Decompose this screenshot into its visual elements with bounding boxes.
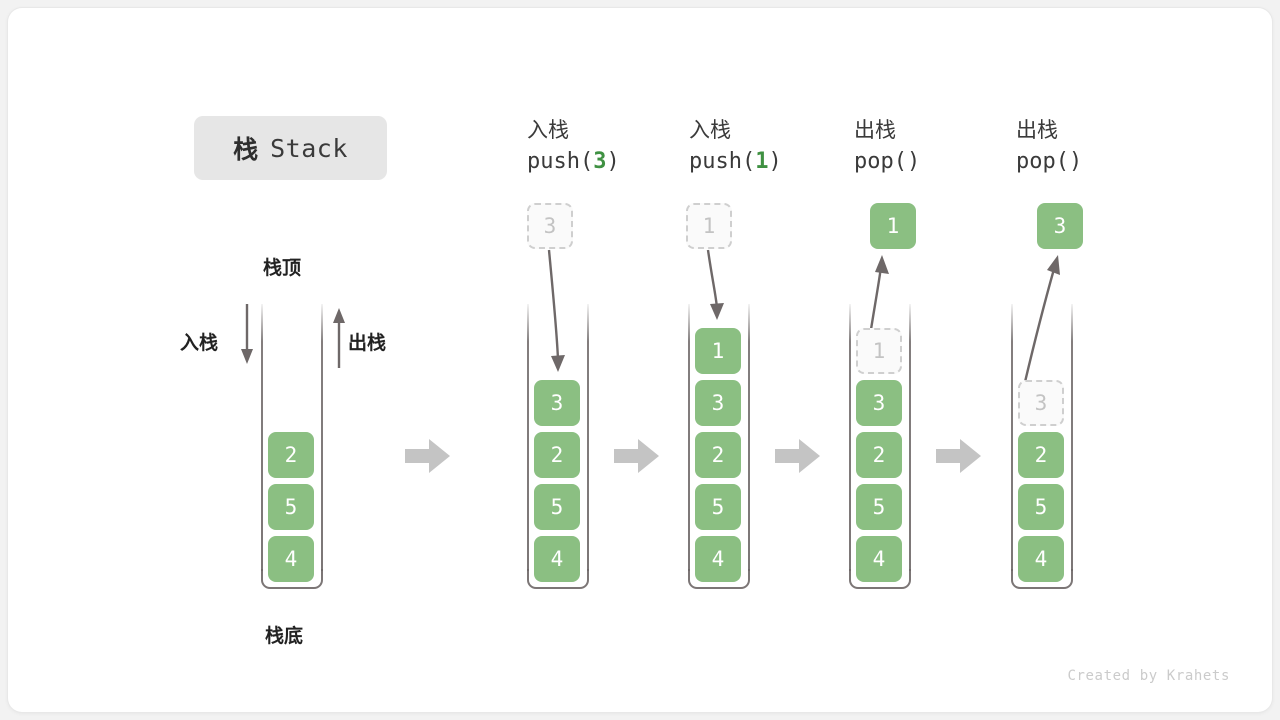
stack-wall-right [321, 304, 323, 571]
stack-cell: 3 [695, 380, 741, 426]
stack-floor [261, 569, 323, 589]
fat-right-arrow-icon [936, 439, 981, 473]
diagram-title-pill: 栈 Stack [194, 116, 387, 180]
header-line-1: 出栈 [854, 119, 896, 142]
stack-cell: 4 [1018, 536, 1064, 582]
title-english: Stack [270, 133, 348, 163]
header-line-1: 入栈 [689, 119, 731, 142]
curved-arrow-into-stack-icon [547, 249, 565, 372]
header-fn-suffix: ) [768, 149, 782, 174]
stack-wall-right [587, 304, 589, 571]
header-line-2: pop() [854, 146, 1014, 178]
stack-cell: 4 [695, 536, 741, 582]
stack-container-pop-1 [849, 304, 911, 589]
stack-wall-right [1071, 304, 1073, 571]
header-line-1: 入栈 [527, 119, 569, 142]
stack-cell: 3 [534, 380, 580, 426]
column-header-pop-2: 出栈 pop() [1016, 116, 1176, 178]
header-line-2: pop() [1016, 146, 1176, 178]
stack-wall-right [748, 304, 750, 571]
title-chinese: 栈 [233, 136, 259, 164]
stack-container-pop-2 [1011, 304, 1073, 589]
stack-wall-left [1011, 304, 1013, 571]
stack-cell: 4 [856, 536, 902, 582]
stack-cell: 2 [534, 432, 580, 478]
label-bottom-of-stack: 栈底 [265, 626, 304, 647]
stack-cell: 2 [1018, 432, 1064, 478]
header-fn-suffix: ) [606, 149, 620, 174]
label-pop: 出栈 [348, 333, 387, 354]
header-fn-prefix: push( [689, 149, 756, 174]
stack-floor [527, 569, 589, 589]
credit-text: Created by Krahets [1067, 668, 1230, 684]
column-header-pop-1: 出栈 pop() [854, 116, 1014, 178]
header-fn-suffix: ) [1068, 149, 1083, 174]
header-fn-prefix: pop( [1016, 149, 1069, 174]
stack-cell-ghost: 1 [856, 328, 902, 374]
stack-container-push-1 [688, 304, 750, 589]
stack-cell: 2 [695, 432, 741, 478]
column-header-push-3: 入栈 push(3) [527, 116, 687, 178]
arrow-up-icon [333, 308, 345, 368]
floating-cell-ghost: 3 [527, 203, 573, 249]
fat-right-arrow-icon [405, 439, 450, 473]
fat-right-arrow-icon [775, 439, 820, 473]
stack-cell: 5 [695, 484, 741, 530]
label-top-of-stack: 栈顶 [263, 258, 302, 279]
curved-arrow-into-stack-icon [706, 249, 724, 320]
stack-cell: 4 [534, 536, 580, 582]
header-line-2: push(3) [527, 146, 687, 178]
stack-floor [688, 569, 750, 589]
floating-cell-popped: 1 [870, 203, 916, 249]
header-fn-suffix: ) [906, 149, 921, 174]
floating-cell-popped: 3 [1037, 203, 1083, 249]
header-fn-prefix: pop( [854, 149, 907, 174]
stack-cell: 3 [856, 380, 902, 426]
stack-cell: 4 [268, 536, 314, 582]
stack-cell: 5 [268, 484, 314, 530]
stack-wall-left [849, 304, 851, 571]
stack-wall-left [527, 304, 529, 571]
header-fn-prefix: push( [527, 149, 594, 174]
diagram-card: 栈 Stack 栈顶 栈底 入栈 出栈 2 5 4 入栈 push(3) 3 3 [8, 8, 1272, 712]
stack-wall-right [909, 304, 911, 571]
column-header-push-1: 入栈 push(1) [689, 116, 849, 178]
label-push: 入栈 [180, 333, 219, 354]
stack-cell: 5 [856, 484, 902, 530]
stack-cell: 2 [856, 432, 902, 478]
stack-wall-left [688, 304, 690, 571]
header-fn-arg: 3 [593, 149, 607, 174]
stack-cell: 5 [534, 484, 580, 530]
stack-cell-ghost: 3 [1018, 380, 1064, 426]
header-fn-arg: 1 [755, 149, 769, 174]
stack-container-push-3 [527, 304, 589, 589]
stack-floor [1011, 569, 1073, 589]
stack-wall-left [261, 304, 263, 571]
stack-floor [849, 569, 911, 589]
stack-cell: 5 [1018, 484, 1064, 530]
stack-container-initial [261, 304, 323, 589]
stack-cell: 2 [268, 432, 314, 478]
stack-cell: 1 [695, 328, 741, 374]
fat-right-arrow-icon [614, 439, 659, 473]
header-line-2: push(1) [689, 146, 849, 178]
arrow-down-icon [241, 304, 253, 364]
floating-cell-ghost: 1 [686, 203, 732, 249]
header-line-1: 出栈 [1016, 119, 1058, 142]
